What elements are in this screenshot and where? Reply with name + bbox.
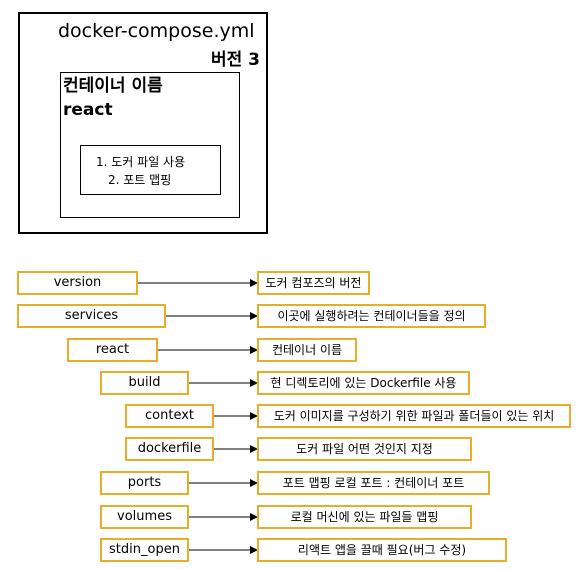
- container-name-label: 컨테이너 이름 react: [63, 74, 163, 122]
- key-build: build: [100, 371, 189, 395]
- desc-react: 컨테이너 이름: [257, 338, 357, 362]
- desc-stdin-open: 리액트 앱을 끌때 필요(버그 수정): [257, 538, 507, 562]
- compose-file-box: docker-compose.yml 버전 3 컨테이너 이름 react 1.…: [18, 12, 268, 234]
- key-volumes: volumes: [100, 505, 189, 529]
- desc-volumes: 로컬 머신에 있는 파일들 맵핑: [257, 505, 472, 529]
- container-config-box: 1. 도커 파일 사용 2. 포트 맵핑: [80, 145, 221, 195]
- container-box: 컨테이너 이름 react 1. 도커 파일 사용 2. 포트 맵핑: [60, 72, 240, 218]
- key-services: services: [17, 304, 166, 328]
- container-name-line2: react: [63, 100, 113, 120]
- container-name-line1: 컨테이너 이름: [63, 76, 163, 96]
- desc-build: 현 디렉토리에 있는 Dockerfile 사용: [257, 371, 470, 395]
- key-react: react: [67, 338, 158, 362]
- desc-ports: 포트 맵핑 로컬 포트 : 컨테이너 포트: [257, 471, 490, 495]
- desc-dockerfile: 도커 파일 어떤 것인지 지정: [257, 437, 472, 461]
- config-item-ports: 2. 포트 맵핑: [108, 173, 172, 187]
- compose-version-label: 버전 3: [210, 50, 260, 70]
- desc-services: 이곳에 실행하려는 컨테이너들을 정의: [257, 304, 486, 328]
- compose-file-title: docker-compose.yml: [58, 20, 255, 42]
- key-ports: ports: [100, 471, 189, 495]
- desc-version: 도커 컴포즈의 버전: [257, 271, 370, 295]
- desc-context: 도커 이미지를 구성하기 위한 파일과 폴더들이 있는 위치: [257, 404, 571, 428]
- key-stdin-open: stdin_open: [100, 538, 189, 562]
- config-item-dockerfile: 1. 도커 파일 사용: [96, 155, 186, 169]
- key-dockerfile: dockerfile: [125, 437, 214, 461]
- key-version: version: [17, 271, 138, 295]
- key-context: context: [125, 404, 214, 428]
